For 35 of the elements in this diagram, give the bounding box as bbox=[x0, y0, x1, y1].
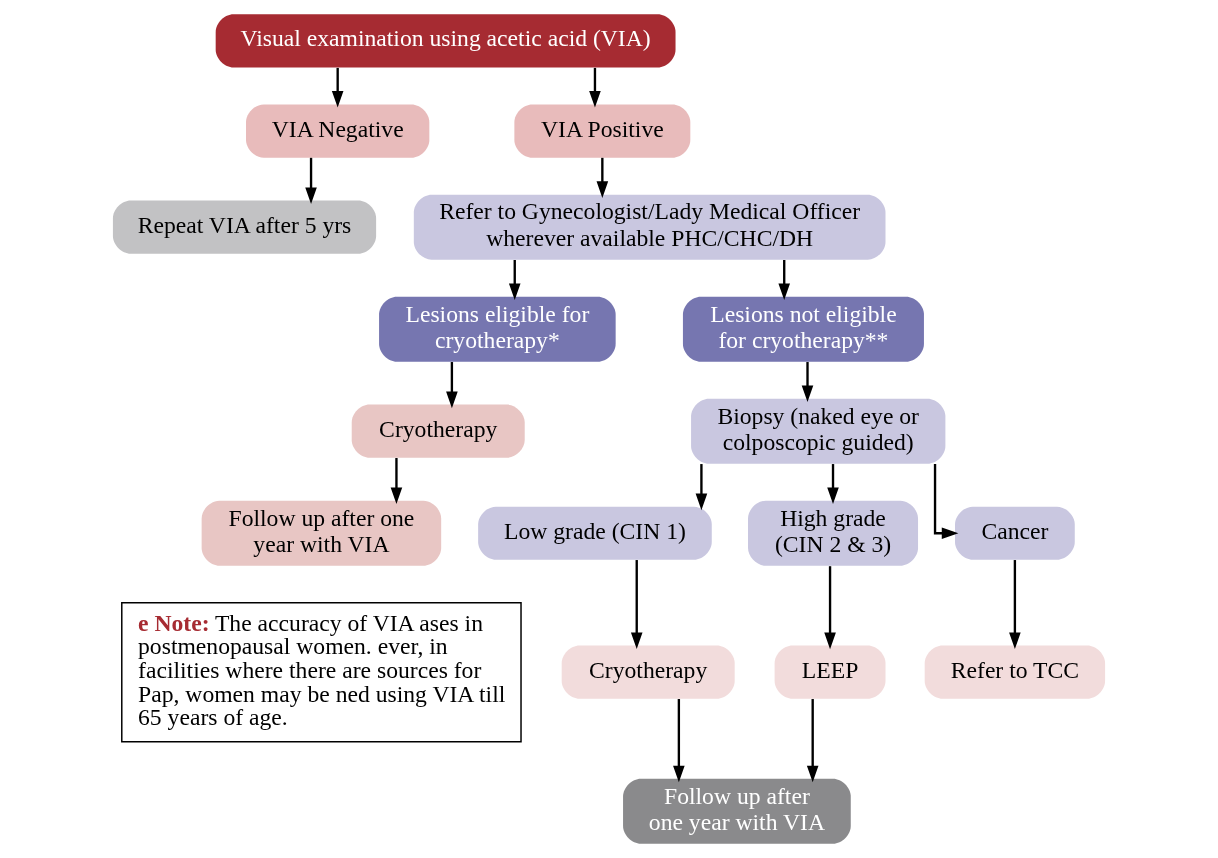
arrow bbox=[390, 458, 403, 504]
node-box: High grade (CIN 2 & 3) bbox=[748, 500, 919, 566]
arrow bbox=[827, 464, 839, 505]
node-box: Visual examination using acetic acid (VIA) bbox=[215, 14, 676, 68]
node-box: Biopsy (naked eye or colposcopic guided) bbox=[691, 398, 946, 464]
arrow bbox=[1009, 560, 1021, 650]
arrow bbox=[508, 260, 521, 300]
node-box: Low grade (CIN 1) bbox=[478, 506, 712, 560]
node-box: VIA Positive bbox=[514, 104, 691, 158]
arrow bbox=[695, 464, 708, 511]
arrow bbox=[801, 362, 814, 403]
label: e Note: The accuracy of VIA ases in postmenopausal women. ever, in facilities where there are sources for Pap, women may be ned using VIA till 65 years of age. bbox=[138, 609, 506, 731]
node-box: Follow up after one year with VIA bbox=[201, 500, 442, 566]
arrow bbox=[589, 67, 601, 108]
arrow bbox=[824, 566, 836, 650]
node-box: Follow up after one year with VIA bbox=[623, 778, 851, 844]
node-box: Refer to Gynecologist/Lady Medical Officer wherever available PHC/CHC/DH bbox=[413, 194, 886, 260]
node-box: Lesions eligible for cryotherapy* bbox=[379, 296, 616, 362]
arrow bbox=[331, 67, 344, 108]
node-box: Lesions not eligible for cryotherapy** bbox=[682, 296, 924, 362]
arrow bbox=[778, 260, 791, 300]
node-box: Cancer bbox=[955, 506, 1075, 560]
node-box: Refer to TCC bbox=[924, 645, 1106, 699]
arrow bbox=[596, 157, 609, 198]
node-box: VIA Negative bbox=[246, 104, 430, 158]
arrow bbox=[305, 157, 317, 205]
arrow bbox=[673, 699, 685, 783]
node-box: LEEP bbox=[774, 645, 886, 699]
node-box: Cryotherapy bbox=[351, 404, 525, 458]
arrow bbox=[933, 464, 959, 540]
arrow bbox=[446, 362, 458, 409]
arrow bbox=[630, 560, 643, 650]
node-box: Repeat VIA after 5 yrs bbox=[112, 200, 377, 254]
node-box: Cryotherapy bbox=[561, 645, 735, 699]
arrow bbox=[806, 699, 819, 783]
